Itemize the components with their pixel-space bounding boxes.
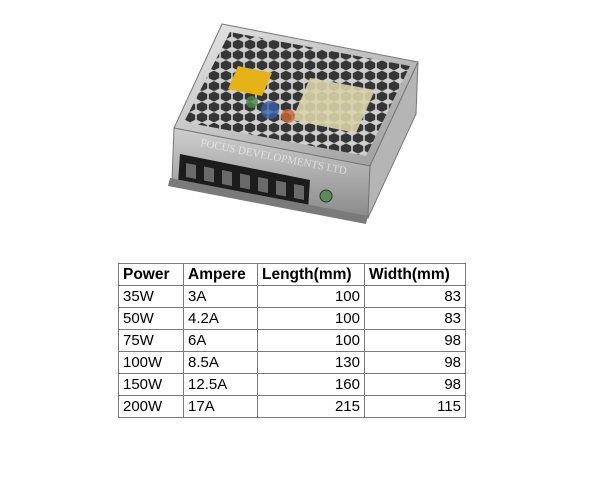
table-row: 200W 17A 215 115 <box>118 395 466 418</box>
cell-power: 50W <box>118 307 184 330</box>
cell-width: 98 <box>364 373 466 396</box>
table-row: 75W 6A 100 98 <box>118 329 466 352</box>
cell-length: 160 <box>257 373 365 396</box>
cell-length: 130 <box>257 351 365 374</box>
cell-width: 83 <box>364 285 466 308</box>
cell-ampere: 4.2A <box>183 307 258 330</box>
cell-ampere: 17A <box>183 395 258 418</box>
cell-length: 215 <box>257 395 365 418</box>
cell-ampere: 12.5A <box>183 373 258 396</box>
cell-power: 75W <box>118 329 184 352</box>
cell-length: 100 <box>257 307 365 330</box>
cell-power: 150W <box>118 373 184 396</box>
table-row: 35W 3A 100 83 <box>118 285 466 308</box>
header-width: Width(mm) <box>364 263 466 286</box>
cell-ampere: 3A <box>183 285 258 308</box>
cell-power: 100W <box>118 351 184 374</box>
cell-width: 98 <box>364 351 466 374</box>
cell-width: 98 <box>364 329 466 352</box>
table-row: 100W 8.5A 130 98 <box>118 351 466 374</box>
table-row: 50W 4.2A 100 83 <box>118 307 466 330</box>
power-supply-photo: FOCUS DEVELOPMENTS LTD <box>168 23 419 224</box>
header-power: Power <box>118 263 184 286</box>
header-ampere: Ampere <box>183 263 258 286</box>
table-header-row: Power Ampere Length(mm) Width(mm) <box>118 263 466 286</box>
table-row: 150W 12.5A 160 98 <box>118 373 466 396</box>
cell-ampere: 6A <box>183 329 258 352</box>
cell-power: 200W <box>118 395 184 418</box>
cell-length: 100 <box>257 329 365 352</box>
spec-table: Power Ampere Length(mm) Width(mm) 35W 3A… <box>118 263 466 418</box>
cell-length: 100 <box>257 285 365 308</box>
cell-ampere: 8.5A <box>183 351 258 374</box>
cell-width: 115 <box>364 395 466 418</box>
cell-width: 83 <box>364 307 466 330</box>
cell-power: 35W <box>118 285 184 308</box>
header-length: Length(mm) <box>257 263 365 286</box>
